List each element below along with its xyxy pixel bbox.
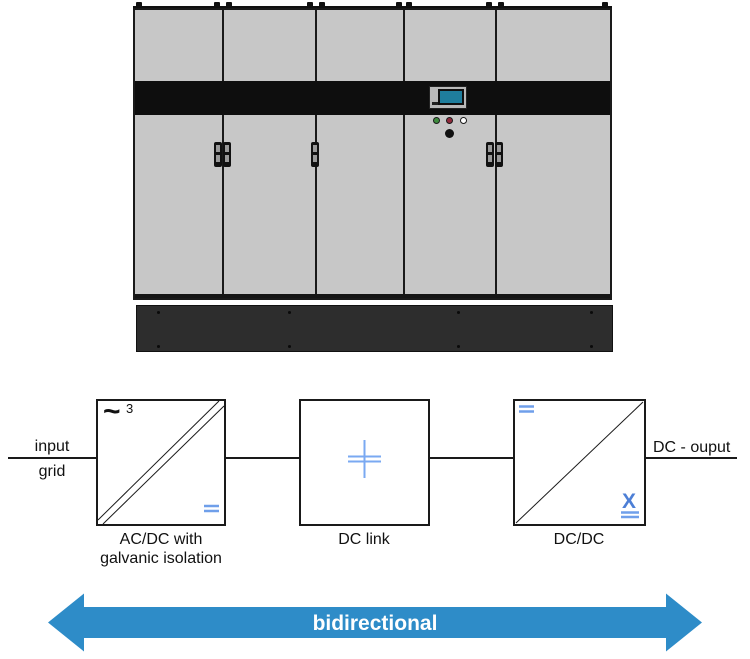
acdc-diagonal-2: [102, 405, 225, 525]
hinge-nub: [307, 2, 313, 7]
ac-symbol: ~: [103, 395, 121, 428]
hmi-button-strip: [432, 102, 438, 105]
input-label-line1: input: [35, 438, 70, 455]
screw-dot: [288, 311, 291, 314]
cabinet-top-edge: [133, 6, 612, 9]
bidirectional-arrow: [48, 593, 702, 652]
indicator-led-white: [460, 117, 467, 124]
door-handle: [214, 142, 222, 167]
block-acdc: [96, 399, 226, 526]
screw-dot: [590, 311, 593, 314]
screw-dot: [590, 345, 593, 348]
variable-dc-symbol: X: [622, 490, 636, 513]
block-dclink-caption: DC link: [338, 531, 391, 548]
hmi-screen: [438, 89, 464, 105]
hinge-nub: [214, 2, 220, 7]
push-button: [445, 129, 454, 138]
cabinet-body: [133, 8, 612, 300]
door-handle: [223, 142, 231, 167]
indicator-led-green: [433, 117, 440, 124]
hinge-nub: [406, 2, 412, 7]
screw-dot: [288, 345, 291, 348]
block-acdc-caption-line2: galvanic isolation: [100, 550, 222, 567]
door-handle: [495, 142, 503, 167]
input-label-line2: grid: [39, 463, 66, 480]
hinge-nub: [486, 2, 492, 7]
phase-count: 3: [126, 401, 133, 416]
screw-dot: [157, 345, 160, 348]
screw-dot: [157, 311, 160, 314]
block-dcdc-caption: DC/DC: [554, 531, 605, 548]
hinge-nub: [498, 2, 504, 7]
cabinet-bottom-strip: [135, 294, 610, 298]
door-handle: [311, 142, 319, 167]
door-handle: [486, 142, 494, 167]
block-acdc-caption-line1: AC/DC with: [120, 531, 203, 548]
door-divider: [403, 10, 405, 298]
dcdc-diagonal: [515, 401, 644, 524]
hinge-nub: [396, 2, 402, 7]
output-label: DC - ouput: [653, 439, 731, 456]
indicator-led-red: [446, 117, 453, 124]
screw-dot: [457, 311, 460, 314]
acdc-diagonal-1: [97, 400, 220, 521]
bidirectional-label: bidirectional: [313, 612, 438, 635]
hmi-panel: [429, 86, 467, 109]
hinge-nub: [602, 2, 608, 7]
hinge-nub: [226, 2, 232, 7]
hinge-nub: [136, 2, 142, 7]
hinge-nub: [319, 2, 325, 7]
cabinet-black-band: [135, 81, 610, 115]
cabinet-base: [136, 305, 613, 352]
screw-dot: [457, 345, 460, 348]
